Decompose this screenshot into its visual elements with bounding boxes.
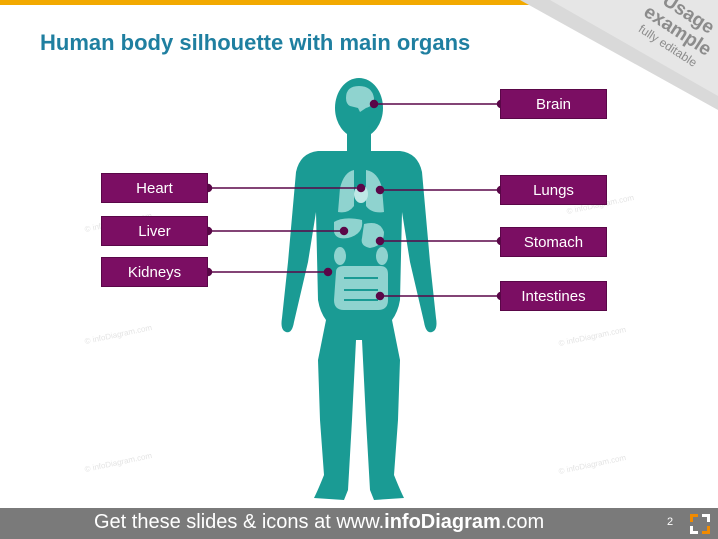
page-number: 2 bbox=[667, 516, 674, 528]
intestine-details bbox=[344, 277, 378, 301]
usage-example-ribbon: Usage example fully editable bbox=[520, 0, 718, 110]
label-kidneys: Kidneys bbox=[101, 257, 208, 287]
connector-dot-lungs bbox=[375, 185, 385, 195]
label-lungs: Lungs bbox=[500, 175, 607, 205]
connector-dot-brain bbox=[369, 99, 379, 109]
infodiagram-logo-icon bbox=[690, 514, 710, 534]
connector-dot-liver bbox=[339, 226, 349, 236]
label-liver: Liver bbox=[101, 216, 208, 246]
footer-prefix: Get these slides & icons at www. bbox=[94, 511, 385, 533]
footer-suffix: .com bbox=[500, 511, 545, 533]
connector-dot-kidneys bbox=[323, 267, 333, 277]
label-stomach: Stomach bbox=[500, 227, 607, 257]
footer-brand: infoDiagram bbox=[384, 511, 501, 533]
top-accent-bar bbox=[0, 0, 718, 5]
connector-dot-stomach bbox=[375, 236, 385, 246]
ribbon-shape bbox=[520, 0, 718, 110]
label-heart: Heart bbox=[101, 173, 208, 203]
connector-dot-heart bbox=[356, 183, 366, 193]
connector-dot-intestines bbox=[375, 291, 385, 301]
footer-text: Get these slides & icons at www.infoDiag… bbox=[94, 511, 544, 534]
label-brain: Brain bbox=[500, 89, 607, 119]
page-title: Human body silhouette with main organs bbox=[40, 30, 471, 55]
label-intestines: Intestines bbox=[500, 281, 607, 311]
footer-bar: Get these slides & icons at www.infoDiag… bbox=[0, 508, 718, 539]
